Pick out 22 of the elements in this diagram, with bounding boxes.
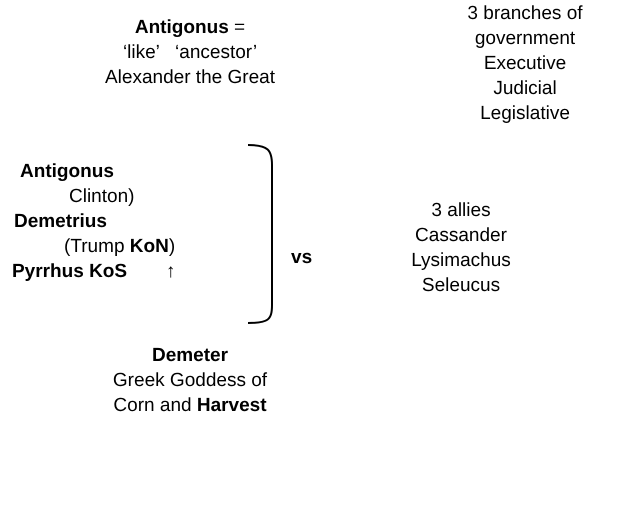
note-text: Clinton) bbox=[69, 185, 134, 209]
list-item: Lysimachus bbox=[411, 249, 511, 273]
name-text: Demeter bbox=[152, 344, 228, 368]
name-text: Demetrius bbox=[14, 210, 107, 234]
name-text: Pyrrhus KoS bbox=[12, 260, 128, 284]
heading-text: 3 branches of bbox=[467, 2, 583, 26]
heading-text: government bbox=[474, 27, 576, 51]
name-text: Antigonus bbox=[20, 160, 114, 184]
heading-text: 3 allies bbox=[431, 199, 491, 223]
list-item: Judicial bbox=[493, 77, 557, 101]
vs-text: vs bbox=[291, 246, 312, 270]
list-item: Seleucus bbox=[422, 274, 500, 298]
list-item: Legislative bbox=[480, 102, 570, 126]
up-arrow-symbol: ↑ bbox=[166, 260, 176, 284]
list-item: Executive bbox=[484, 52, 566, 76]
meaning-text: ‘like’ ‘ancestor’ bbox=[122, 41, 258, 65]
description-text: Corn and Harvest bbox=[113, 394, 267, 418]
list-item: Cassander bbox=[415, 224, 507, 248]
description-text: Greek Goddess of bbox=[112, 369, 268, 393]
name-text: Antigonus = bbox=[134, 16, 246, 40]
note-text: (Trump KoN) bbox=[64, 235, 176, 259]
name-text: Alexander the Great bbox=[104, 66, 276, 90]
